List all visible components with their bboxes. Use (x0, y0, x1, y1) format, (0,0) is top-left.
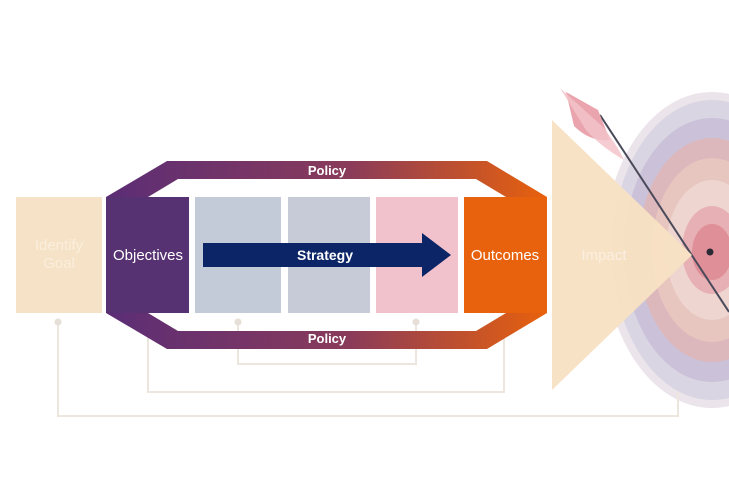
objectives-box (106, 197, 189, 313)
policy-band (106, 161, 547, 349)
strategy-label: Strategy (297, 247, 353, 263)
identify-goal-box (16, 197, 102, 313)
policy-top-label: Policy (308, 163, 347, 178)
arrow-projectile-icon (560, 88, 729, 313)
outcomes-label: Outcomes (471, 247, 539, 264)
impact-label: Impact (581, 247, 627, 264)
identify-goal-label-line2: Goal (43, 255, 75, 272)
policy-bottom-label: Policy (308, 331, 347, 346)
outcomes-box (464, 197, 547, 313)
strategy-arrow (203, 233, 451, 277)
objectives-label: Objectives (113, 247, 183, 264)
feedback-dots (54, 318, 420, 326)
impact-triangle (552, 120, 692, 390)
identify-goal-label-line1: Identify (35, 237, 84, 254)
